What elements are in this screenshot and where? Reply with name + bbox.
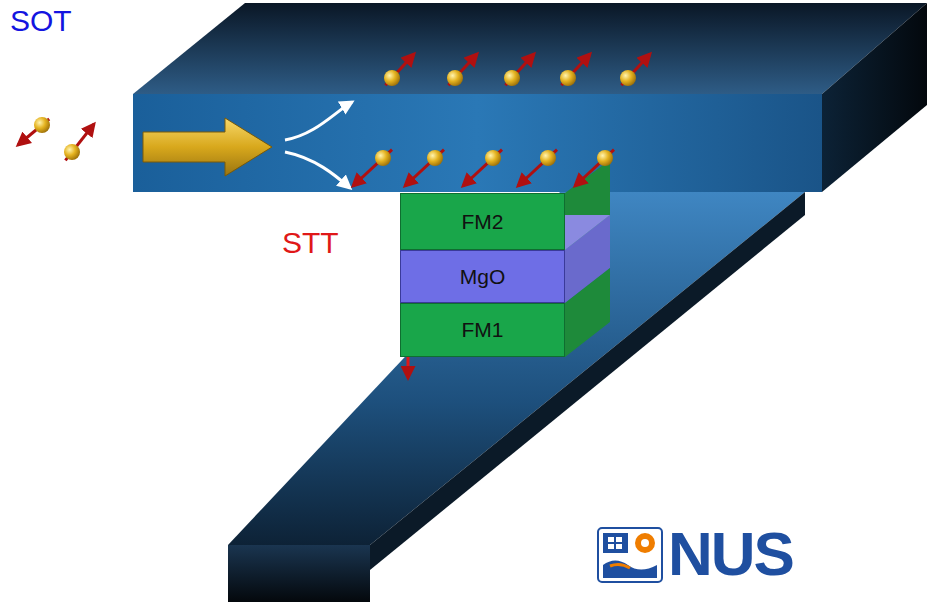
spin-up (384, 54, 414, 86)
ferromagnet-layer: FM2 (400, 193, 565, 250)
bottom-electrode-top (228, 192, 805, 545)
nus-emblem (598, 528, 662, 582)
layer-label: FM1 (462, 318, 504, 342)
spin-up (620, 54, 650, 86)
spin-deflect-down (285, 152, 350, 188)
stt-label: STT (282, 226, 339, 260)
spin-up (447, 54, 477, 86)
bottom-electrode-end (228, 545, 370, 602)
sot-bar-side (822, 3, 927, 192)
sot-bar-top (133, 3, 927, 94)
spin-down (405, 150, 444, 186)
fm1-side (565, 268, 610, 357)
layer-label: MgO (460, 265, 506, 289)
spin-down (575, 150, 614, 186)
spin-up (560, 54, 590, 86)
current-arrow (143, 118, 272, 176)
spin-up (64, 124, 94, 160)
spin-down (18, 117, 50, 145)
bottom-electrode-side (370, 192, 805, 570)
ferromagnet-layer: FM1 (400, 303, 565, 357)
spin-down (518, 150, 557, 186)
sot-bar-front (133, 94, 822, 192)
spin-deflect-up (285, 102, 352, 140)
spin-up (504, 54, 534, 86)
spin-down (463, 150, 502, 186)
layer-label: FM2 (462, 210, 504, 234)
tunnel-barrier-layer: MgO (400, 250, 565, 303)
nus-logo-text: NUS (668, 518, 793, 589)
spin-down (353, 150, 392, 186)
sot-label: SOT (10, 4, 72, 38)
